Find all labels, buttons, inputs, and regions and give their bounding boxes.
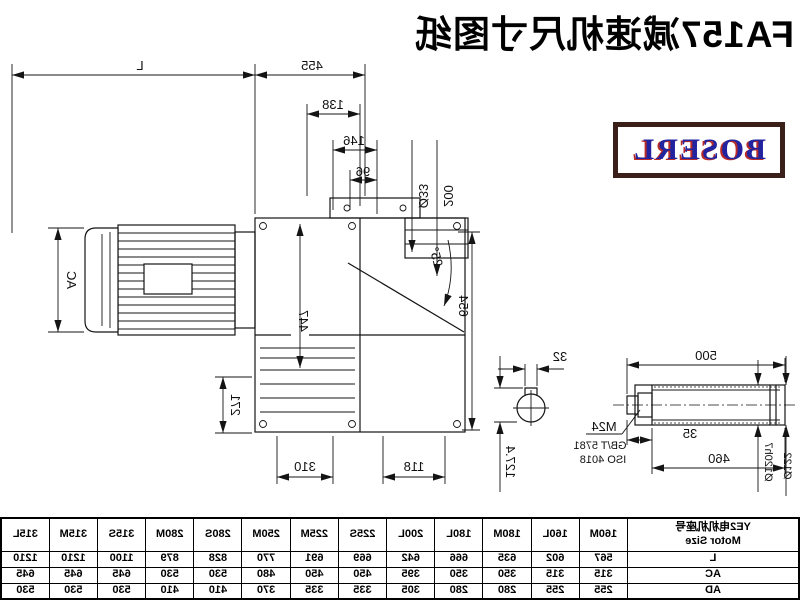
- value-cell: 280: [434, 583, 483, 599]
- column-header: 225M: [290, 517, 339, 551]
- value-cell: 335: [338, 583, 387, 599]
- dim-447: 447: [296, 310, 311, 332]
- dim-AC: AC: [64, 271, 79, 289]
- value-cell: 645: [97, 567, 146, 583]
- value-cell: 1210: [1, 551, 50, 567]
- value-cell: 879: [145, 551, 194, 567]
- value-cell: 315: [531, 567, 580, 583]
- row-label: AC: [627, 567, 799, 583]
- column-header: 180M: [482, 517, 532, 551]
- dim-dia122: Ø122: [781, 453, 793, 480]
- dim-460: 460: [708, 451, 730, 466]
- value-cell: 691: [290, 551, 339, 567]
- value-cell: 315: [579, 567, 628, 583]
- dim-dia120h7: Ø120h7: [762, 442, 774, 481]
- value-cell: 480: [242, 567, 291, 583]
- value-cell: 395: [386, 567, 435, 583]
- value-cell: 666: [434, 551, 483, 567]
- gearcase-view: [254, 197, 469, 433]
- bolt-std1-label: GB/T 5781: [574, 440, 627, 452]
- column-header: 315L: [1, 517, 50, 551]
- dim-310: 310: [294, 459, 316, 474]
- value-cell: 602: [531, 551, 580, 567]
- value-cell: 255: [579, 583, 628, 599]
- column-header: 180L: [434, 517, 483, 551]
- dimensions: [11, 64, 790, 496]
- value-cell: 530: [49, 583, 98, 599]
- dim-118: 118: [404, 459, 425, 474]
- column-header: 160M: [579, 517, 628, 551]
- value-cell: 530: [145, 567, 194, 583]
- value-cell: 530: [1, 583, 50, 599]
- column-header: 315S: [97, 517, 146, 551]
- value-cell: 635: [482, 551, 532, 567]
- value-cell: 530: [193, 567, 242, 583]
- dim-32: 32: [553, 349, 567, 364]
- value-cell: 410: [145, 583, 194, 599]
- value-cell: 770: [242, 551, 291, 567]
- value-cell: 1210: [49, 551, 98, 567]
- value-cell: 828: [193, 551, 242, 567]
- dim-271: 271: [228, 394, 243, 416]
- value-cell: 642: [386, 551, 435, 567]
- dim-138: 138: [322, 97, 344, 112]
- value-cell: 530: [97, 583, 146, 599]
- row-label: AD: [627, 583, 799, 599]
- column-header: 280M: [145, 517, 194, 551]
- column-header: 250M: [242, 517, 291, 551]
- value-cell: 255: [531, 583, 580, 599]
- bore-section-view: [513, 387, 549, 426]
- value-cell: 350: [434, 567, 483, 583]
- column-header: 225S: [338, 517, 387, 551]
- dim-200: 200: [441, 185, 456, 207]
- column-header: 280S: [193, 517, 242, 551]
- value-cell: 335: [290, 583, 339, 599]
- value-cell: 645: [49, 567, 98, 583]
- value-cell: 370: [242, 583, 291, 599]
- dim-L: L: [136, 58, 143, 73]
- dim-500: 500: [695, 348, 717, 363]
- value-cell: 669: [338, 551, 387, 567]
- bushing-view: [610, 384, 795, 426]
- value-cell: 410: [193, 583, 242, 599]
- dim-angle-25: 25°: [427, 245, 447, 268]
- dim-146: 146: [343, 133, 365, 148]
- value-cell: 450: [290, 567, 339, 583]
- dimension-labels: L 455 138 146 96 Ø33 200 25° 654 AC 447 …: [64, 58, 793, 482]
- value-cell: 305: [386, 583, 435, 599]
- motor-view: [84, 224, 256, 336]
- dim-455: 455: [301, 58, 323, 73]
- dim-654: 654: [456, 295, 471, 317]
- dim-127-4: 127.4: [503, 446, 518, 479]
- value-cell: 645: [1, 567, 50, 583]
- bolt-thread-label: M24: [591, 419, 616, 434]
- bolt-std2-label: ISO 4018: [580, 454, 626, 466]
- motor-size-header-line1: YE2电机机座号: [675, 520, 751, 533]
- motor-size-header-line2: Motor Size: [685, 534, 741, 547]
- value-cell: 1100: [97, 551, 146, 567]
- dim-dia33: Ø33: [416, 184, 431, 209]
- column-header: 315M: [49, 517, 98, 551]
- value-cell: 280: [482, 583, 532, 599]
- dim-96: 96: [356, 164, 370, 179]
- engineering-drawing: L 455 138 146 96 Ø33 200 25° 654 AC 447 …: [11, 58, 795, 496]
- value-cell: 567: [579, 551, 628, 567]
- value-cell: 350: [482, 567, 532, 583]
- column-header: 160L: [531, 517, 580, 551]
- column-header: 200L: [386, 517, 435, 551]
- dim-35: 35: [683, 426, 697, 441]
- row-label: L: [627, 551, 799, 567]
- value-cell: 450: [338, 567, 387, 583]
